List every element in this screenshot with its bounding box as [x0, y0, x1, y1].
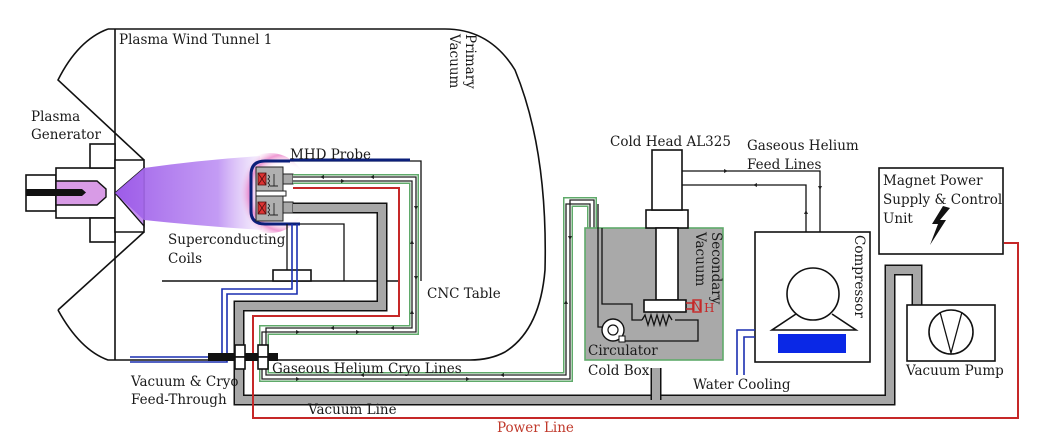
compressor	[754, 231, 871, 363]
superconducting-coil-icon	[257, 172, 278, 217]
mhd-probe	[249, 159, 300, 226]
primary-vacuum-label-1: Primary	[462, 34, 478, 89]
power-line-label: Power Line	[497, 420, 574, 436]
sc-coils-label-1: Superconducting	[168, 232, 286, 248]
vacuum-pump-label: Vacuum Pump	[905, 363, 1004, 379]
magnet-psu-label-3: Unit	[883, 211, 913, 227]
coil-feed-lines	[130, 224, 298, 363]
water-cooling-label: Water Cooling	[693, 377, 791, 393]
cryo-lines-label: Gaseous Helium Cryo Lines	[272, 361, 462, 377]
power-line	[252, 187, 1019, 419]
gas-feed-label-1: Gaseous Helium	[747, 138, 859, 154]
magnet-psu-label-1: Magnet Power	[883, 173, 983, 189]
secondary-vacuum-label-2: Vacuum	[692, 231, 708, 287]
heater-icon	[686, 299, 702, 313]
magnet-power-supply	[878, 167, 1004, 255]
feedthrough-label-2: Feed-Through	[131, 392, 227, 408]
circulator-icon	[601, 318, 626, 343]
gas-feed-label-2: Feed Lines	[747, 157, 822, 173]
tunnel-label: Plasma Wind Tunnel 1	[119, 32, 272, 48]
feedthrough-label-1: Vacuum & Cryo	[130, 374, 238, 390]
secondary-vacuum-label-1: Secondary	[708, 232, 724, 305]
magnet-psu-label-2: Supply & Control	[883, 192, 1002, 208]
lightning-icon	[930, 206, 950, 245]
primary-vacuum-label-2: Vacuum	[446, 33, 462, 89]
water-cooling-lines	[736, 329, 755, 375]
mhd-probe-label: MHD Probe	[290, 147, 371, 163]
cnc-table-label: CNC Table	[427, 286, 501, 302]
cold-box-label: Cold Box	[588, 363, 650, 379]
circulator-label: Circulator	[588, 343, 658, 359]
vacuum-line	[233, 202, 923, 406]
vacuum-line-label: Vacuum Line	[307, 402, 397, 418]
plasma-generator-label-1: Plasma	[31, 109, 80, 125]
compressor-label: Compressor	[851, 235, 867, 318]
gas-feed-lines	[651, 149, 822, 265]
helium-cryo-line	[259, 174, 597, 382]
heater-label: H	[704, 301, 714, 315]
cold-box	[584, 204, 724, 361]
vacuum-cryo-feedthrough	[208, 344, 278, 370]
vacuum-pump	[906, 304, 996, 362]
cold-head-label: Cold Head AL325	[610, 134, 731, 150]
sc-coils-label-2: Coils	[168, 251, 202, 267]
plasma-generator-label-2: Generator	[31, 127, 102, 143]
